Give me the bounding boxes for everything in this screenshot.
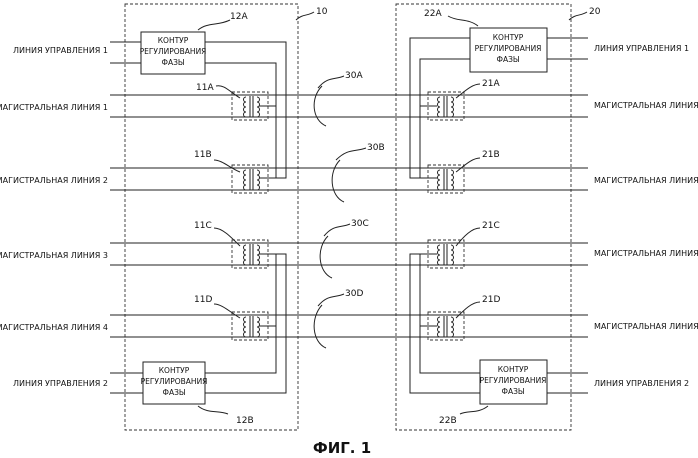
right-label-ctrl2: ЛИНИЯ УПРАВЛЕНИЯ 2 (594, 379, 689, 388)
svg-text:РЕГУЛИРОВАНИЯ: РЕГУЛИРОВАНИЯ (140, 47, 207, 56)
ref-22A: 22A (424, 9, 442, 19)
phase-control-box-12B: КОНТУР РЕГУЛИРОВАНИЯ ФАЗЫ (141, 362, 208, 404)
transformer-11B (232, 165, 268, 193)
ref-11C: 11C (194, 221, 212, 231)
right-label-main3: МАГИСТРАЛЬНАЯ ЛИНИЯ 3 (594, 249, 698, 258)
svg-text:РЕГУЛИРОВАНИЯ: РЕГУЛИРОВАНИЯ (475, 44, 542, 53)
left-label-main1: МАГИСТРАЛЬНАЯ ЛИНИЯ 1 (0, 103, 108, 112)
left-label-main4: МАГИСТРАЛЬНАЯ ЛИНИЯ 4 (0, 323, 108, 332)
leader-21A (456, 84, 480, 98)
svg-text:РЕГУЛИРОВАНИЯ: РЕГУЛИРОВАНИЯ (141, 377, 208, 386)
left-wire-12A-a (205, 42, 286, 178)
ref-21A: 21A (482, 79, 500, 89)
bundle-30D-leader (318, 294, 344, 306)
right-label-ctrl1: ЛИНИЯ УПРАВЛЕНИЯ 1 (594, 44, 689, 53)
right-wire-22B-a (420, 326, 480, 373)
transformer-11C (232, 240, 268, 268)
ref-20: 20 (589, 7, 601, 17)
leader-21D (456, 302, 480, 318)
ref-21C: 21C (482, 221, 500, 231)
ref-21B: 21B (482, 150, 500, 160)
left-wire-12A-b (205, 63, 276, 106)
right-label-main4: МАГИСТРАЛЬНАЯ ЛИНИЯ 4 (594, 322, 698, 331)
right-label-main2: МАГИСТРАЛЬНАЯ ЛИНИЯ 2 (594, 176, 698, 185)
left-wire-12B-b (205, 254, 286, 393)
left-label-ctrl1: ЛИНИЯ УПРАВЛЕНИЯ 1 (13, 46, 108, 55)
leader-11A (216, 86, 240, 98)
leader-11D (214, 304, 240, 318)
svg-text:КОНТУР: КОНТУР (498, 365, 529, 374)
bundle-30A-symbol (314, 86, 326, 126)
transformer-21D (428, 312, 464, 340)
bundle-30C-leader (324, 224, 350, 236)
left-label-main3: МАГИСТРАЛЬНАЯ ЛИНИЯ 3 (0, 251, 108, 260)
ref-12A: 12A (230, 12, 248, 22)
phase-control-box-22A: КОНТУР РЕГУЛИРОВАНИЯ ФАЗЫ (470, 28, 547, 72)
leader-12A (198, 20, 230, 30)
left-label-ctrl2: ЛИНИЯ УПРАВЛЕНИЯ 2 (13, 379, 108, 388)
right-wire-22A-b (420, 59, 470, 106)
svg-text:ФАЗЫ: ФАЗЫ (162, 388, 185, 397)
svg-text:РЕГУЛИРОВАНИЯ: РЕГУЛИРОВАНИЯ (480, 376, 547, 385)
right-label-main1: МАГИСТРАЛЬНАЯ ЛИНИЯ 1 (594, 101, 698, 110)
ref-30D: 30D (345, 289, 363, 299)
phase-control-box-12A: КОНТУР РЕГУЛИРОВАНИЯ ФАЗЫ (140, 32, 207, 74)
svg-text:ФАЗЫ: ФАЗЫ (161, 58, 184, 67)
bundle-30B-symbol (332, 160, 344, 202)
ref-30B: 30B (367, 143, 385, 153)
svg-text:ФАЗЫ: ФАЗЫ (496, 55, 519, 64)
leader-11B (214, 160, 240, 172)
left-label-main2: МАГИСТРАЛЬНАЯ ЛИНИЯ 2 (0, 176, 108, 185)
ref-11D: 11D (194, 295, 212, 305)
ref-11A: 11A (196, 83, 214, 93)
svg-text:КОНТУР: КОНТУР (158, 36, 189, 45)
leader-10 (296, 12, 314, 20)
figure-caption: ФИГ. 1 (313, 439, 371, 457)
phase-control-box-22B: КОНТУР РЕГУЛИРОВАНИЯ ФАЗЫ (480, 360, 547, 404)
svg-text:КОНТУР: КОНТУР (159, 366, 190, 375)
left-wire-12B-a (205, 326, 276, 373)
leader-20 (569, 12, 587, 20)
ref-11B: 11B (194, 150, 212, 160)
bundle-30B-leader (336, 148, 366, 160)
ref-10: 10 (316, 7, 328, 17)
ref-21D: 21D (482, 295, 500, 305)
leader-12B (198, 406, 228, 414)
transformer-21B (428, 165, 464, 193)
svg-text:КОНТУР: КОНТУР (493, 33, 524, 42)
bundle-30C-symbol (320, 236, 332, 278)
ref-30A: 30A (345, 71, 363, 81)
ref-30C: 30C (351, 219, 369, 229)
transformer-21C (428, 240, 464, 268)
svg-text:ФАЗЫ: ФАЗЫ (501, 387, 524, 396)
bundle-30D-symbol (314, 305, 326, 348)
ref-22B: 22B (439, 416, 457, 426)
ref-12B: 12B (236, 416, 254, 426)
leader-22A (448, 16, 478, 26)
leader-22B (460, 406, 488, 414)
